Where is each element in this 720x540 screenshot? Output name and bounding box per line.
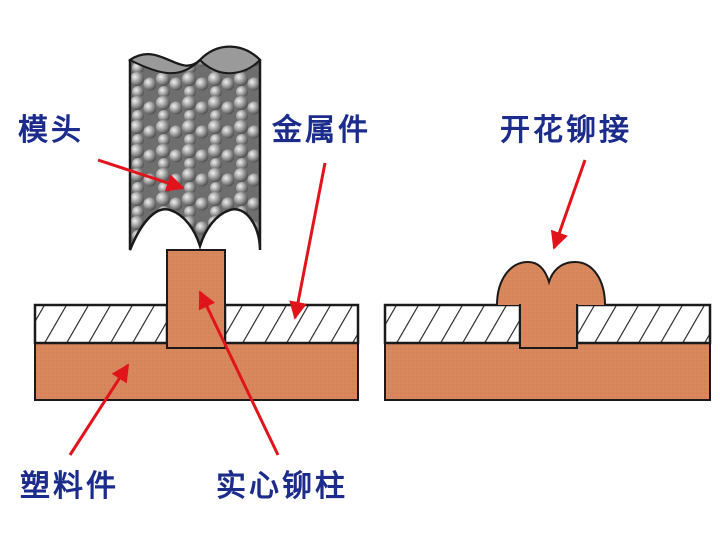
right-plastic-part [384,342,711,401]
left-metal-plate-a [33,303,169,345]
die-shape [128,45,262,251]
arrow-metal-part [289,162,327,320]
arrow-solid-rivet-post [198,290,280,456]
label-solid-rivet-post: 实心铆柱 [216,469,348,504]
right-assembly [383,260,712,401]
right-metal-plate-b [575,303,712,345]
label-flower-riveting: 开花铆接 [500,113,632,148]
flowered-rivet-head [495,260,607,349]
left-assembly [33,249,360,401]
arrow-plastic-part [68,363,130,456]
right-metal-plate-a [383,303,522,345]
left-metal-plate-b [223,303,360,345]
arrow-die [97,158,185,192]
arrow-flower-riveting [550,159,587,250]
label-die: 模头 [18,113,84,148]
label-metal-part: 金属件 [272,113,371,148]
arrows [68,158,587,456]
left-plastic-part [34,342,359,401]
solid-rivet-post-shape [166,249,226,349]
label-plastic-part: 塑料件 [20,469,119,504]
